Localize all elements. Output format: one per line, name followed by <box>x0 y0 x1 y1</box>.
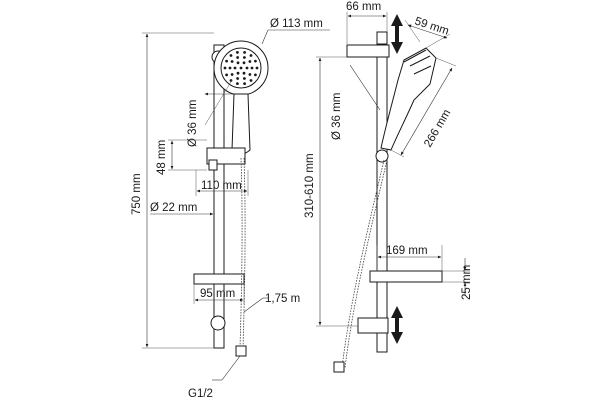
spray-nozzle <box>254 59 257 63</box>
spray-nozzle <box>228 66 232 70</box>
front-bottom-mount <box>210 315 226 331</box>
spray-nozzle <box>223 66 227 70</box>
spray-nozzle <box>249 79 253 82</box>
side-hose-nut <box>333 361 345 373</box>
spray-nozzle <box>229 79 233 82</box>
spray-nozzle <box>236 77 240 80</box>
label-head-width: 59 mm <box>413 15 450 37</box>
side-hose-2 <box>344 159 388 369</box>
front-rail <box>213 44 225 349</box>
label-shelf-height: 25 mm <box>461 265 473 300</box>
dim-line-handset-length <box>400 67 453 156</box>
front-hose-nut <box>235 345 247 357</box>
front-hose <box>239 157 243 349</box>
front-holder-knob <box>208 159 218 171</box>
up-down-arrow-icon <box>391 306 403 344</box>
side-view: 66 mm 59 mm 266 mm Ø 36 mm 310-610 mm 16… <box>304 1 473 373</box>
label-holder-depth: 110 mm <box>201 180 242 192</box>
label-thread: G1/2 <box>188 388 213 400</box>
spray-nozzle <box>243 82 247 85</box>
label-handle-diameter-side: Ø 36 mm <box>331 93 343 140</box>
side-shelf <box>369 270 443 283</box>
front-hose-2 <box>242 157 246 349</box>
spray-nozzle <box>236 61 240 65</box>
side-top-cap <box>376 31 388 45</box>
spray-nozzle <box>236 71 240 75</box>
front-shelf <box>193 273 245 285</box>
spray-nozzle <box>230 73 234 76</box>
dim-line-head-width <box>407 24 448 39</box>
spray-nozzle <box>236 51 239 54</box>
spray-nozzle <box>239 66 243 70</box>
spray-nozzle <box>243 51 247 54</box>
side-bottom-bracket <box>357 317 389 334</box>
side-top-bracket <box>346 44 390 58</box>
spray-nozzle <box>242 61 246 65</box>
label-total-height: 750 mm <box>131 173 143 215</box>
spray-nozzles <box>223 51 259 85</box>
label-holder-height: 48 mm <box>156 140 168 175</box>
label-hose-length: 1,75 m <box>265 293 300 305</box>
spray-nozzle <box>225 73 229 77</box>
spray-nozzle <box>248 60 252 63</box>
spray-nozzle <box>243 56 246 59</box>
spray-nozzle <box>248 73 252 76</box>
spray-nozzle <box>243 77 246 80</box>
spray-nozzle <box>250 66 254 70</box>
side-hose <box>341 159 385 369</box>
front-handle <box>231 93 251 155</box>
label-bracket-depth: 95 mm <box>200 288 235 300</box>
spray-nozzle <box>255 66 259 70</box>
label-handset-length: 266 mm <box>422 108 453 150</box>
label-shelf-depth: 169 mm <box>386 245 428 257</box>
spray-nozzle <box>225 59 229 63</box>
spray-nozzle <box>233 66 237 70</box>
front-view: 750 mm Ø 113 mm Ø 36 mm 48 mm 110 mm Ø 2… <box>131 18 330 400</box>
front-shower-face <box>220 47 262 89</box>
label-head-diameter: Ø 113 mm <box>270 18 323 30</box>
spray-nozzle <box>245 66 249 70</box>
spray-nozzle <box>230 60 234 63</box>
label-top-offset: 66 mm <box>346 1 381 13</box>
spray-nozzle <box>236 56 240 59</box>
spray-nozzle <box>242 71 246 75</box>
side-slider-knob <box>375 149 389 163</box>
spray-nozzle <box>254 73 257 77</box>
label-adjust-range: 310-610 mm <box>304 153 316 218</box>
label-handle-diameter-front: Ø 36 mm <box>187 100 199 147</box>
up-down-arrow-icon <box>391 14 403 54</box>
spray-nozzle <box>249 54 253 57</box>
spray-nozzle <box>229 54 233 57</box>
spray-nozzle <box>236 82 239 85</box>
label-rail-diameter: Ø 22 mm <box>150 202 197 214</box>
